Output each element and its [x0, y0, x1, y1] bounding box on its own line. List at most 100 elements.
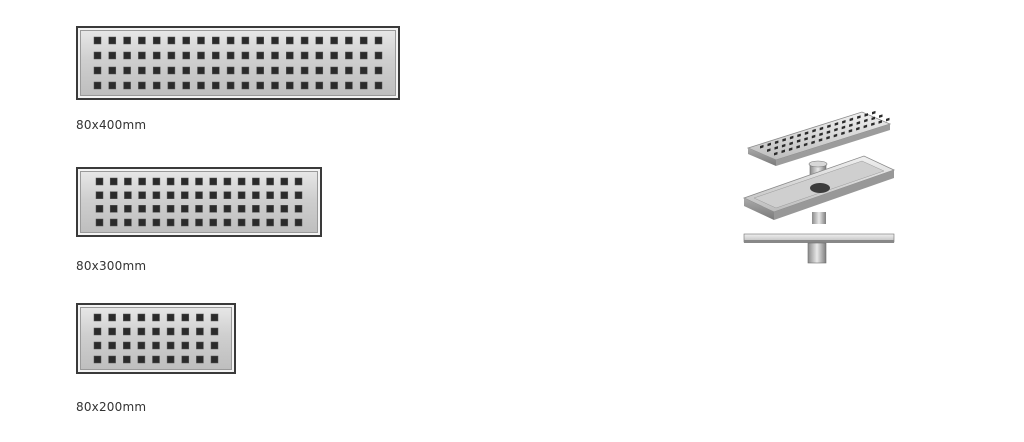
grate-hole [95, 191, 104, 199]
grate-hole [345, 66, 353, 75]
exploded-grate-hole [834, 127, 838, 132]
grate-hole [223, 177, 232, 186]
grate-hole [137, 327, 146, 336]
grate-hole [123, 36, 131, 45]
grate-hole [108, 66, 117, 75]
grate-hole [167, 81, 176, 90]
grate-hole [209, 218, 217, 227]
grate-hole [266, 205, 274, 213]
drain-80x400-grate [93, 36, 383, 90]
grate-hole [93, 313, 102, 322]
grate-hole [359, 66, 368, 75]
exploded-grate-hole [841, 125, 846, 130]
grate-hole [181, 313, 190, 322]
exploded-grate [746, 110, 892, 166]
grate-hole [123, 81, 131, 90]
grate-hole [315, 36, 324, 45]
exploded-grate-hole [804, 131, 809, 135]
grate-hole [138, 191, 146, 199]
exploded-grate-hole [812, 128, 816, 133]
exploded-grate-hole [864, 113, 868, 117]
grate-hole [197, 36, 205, 45]
grate-hole [256, 81, 264, 90]
exploded-grate-hole [789, 141, 793, 146]
grate-hole [137, 355, 146, 364]
grate-hole [166, 218, 175, 227]
exploded-grate-hole [819, 126, 824, 131]
grate-hole [195, 218, 203, 227]
grate-hole [152, 191, 161, 199]
grate-hole [210, 327, 219, 336]
grate-hole [108, 313, 116, 322]
grate-hole [212, 66, 220, 75]
grate-hole [108, 327, 116, 336]
grate-hole [210, 313, 219, 322]
grate-hole [124, 177, 132, 186]
grate-hole [280, 177, 289, 186]
grate-hole [237, 218, 246, 227]
grate-hole [108, 355, 116, 364]
grate-hole [108, 36, 117, 45]
grate-hole [152, 327, 160, 336]
grate-hole [286, 66, 294, 75]
grate-hole [181, 191, 189, 199]
grate-hole [300, 51, 309, 60]
grate-hole [138, 51, 146, 60]
grate-hole [138, 66, 146, 75]
exploded-grate-hole [878, 120, 882, 124]
grate-hole [166, 313, 175, 322]
grate-hole [197, 66, 205, 75]
exploded-grate-hole [767, 142, 771, 147]
grate-hole [345, 51, 353, 60]
exploded-grate-hole [804, 137, 808, 141]
grate-hole [181, 355, 190, 364]
grate-hole [95, 177, 104, 186]
grate-hole [374, 36, 383, 45]
exploded-grate-hole [818, 138, 823, 142]
grate-hole [93, 341, 102, 350]
grate-hole [152, 51, 161, 60]
exploded-grate-hole [841, 131, 845, 136]
grate-hole [138, 81, 146, 90]
grate-hole [294, 191, 303, 199]
grate-hole [266, 191, 274, 199]
grate-hole [252, 177, 260, 186]
exploded-grate-hole [857, 115, 861, 119]
grate-hole [166, 205, 175, 213]
grate-hole [330, 66, 338, 75]
grate-hole [271, 36, 279, 45]
exploded-grate-hole [849, 123, 853, 128]
grate-hole [196, 313, 204, 322]
grate-hole [195, 177, 203, 186]
grate-hole [138, 205, 146, 213]
grate-hole [137, 313, 146, 322]
grate-hole [182, 66, 190, 75]
grate-hole [138, 177, 146, 186]
grate-hole [212, 81, 220, 90]
grate-hole [138, 218, 146, 227]
grate-hole [345, 36, 353, 45]
exploded-channel [742, 155, 896, 224]
grate-hole [209, 191, 217, 199]
exploded-grate-hole [856, 126, 860, 131]
exploded-grate-hole [774, 140, 779, 145]
grate-hole [241, 51, 250, 60]
grate-hole [152, 66, 161, 75]
exploded-grate-hole [871, 116, 875, 121]
exploded-grate-hole [774, 151, 778, 156]
exploded-grate-hole [819, 132, 823, 137]
exploded-grate-hole [782, 138, 786, 142]
grate-hole [195, 191, 203, 199]
exploded-grate-hole [760, 144, 764, 149]
exploded-grate-hole [781, 143, 786, 148]
exploded-grate-hole [788, 147, 793, 151]
grate-hole [280, 191, 289, 199]
grate-hole [124, 191, 132, 199]
grate-hole [152, 36, 161, 45]
grate-hole [124, 205, 132, 213]
grate-hole [226, 36, 235, 45]
exploded-grate-hole [774, 146, 778, 150]
grate-hole [210, 355, 219, 364]
grate-hole [345, 81, 353, 90]
exploded-grate-hole [796, 145, 800, 149]
